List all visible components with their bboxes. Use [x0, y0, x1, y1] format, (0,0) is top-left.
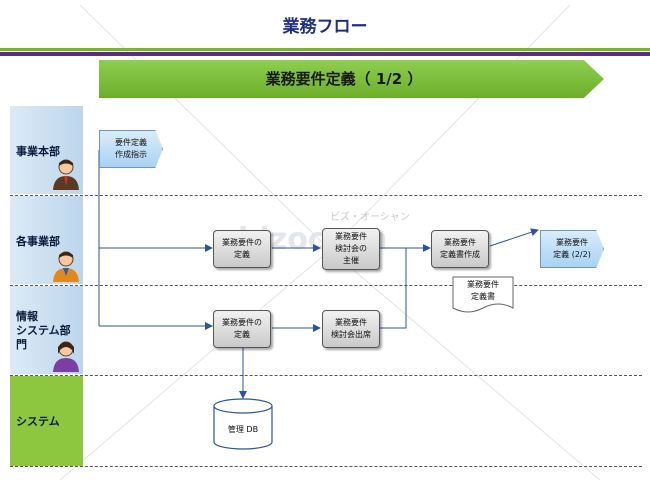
- phase-banner-text: 業務要件定義（ 1/2 ）: [265, 70, 423, 88]
- node-define-requirements-is: 業務要件の 定義: [213, 310, 271, 348]
- watermark-text: ビズ・オーシャン: [330, 212, 410, 223]
- header-stripe-purple: [0, 52, 650, 56]
- document-shape: [452, 276, 514, 313]
- page-title: 業務フロー: [282, 17, 368, 37]
- node-attend-review-meeting: 業務要件 検討会出席: [322, 310, 380, 348]
- header-stripe-green: [0, 48, 650, 51]
- lane-label-system: システム: [16, 415, 60, 428]
- database-icon: [213, 398, 273, 450]
- node-next-phase: 業務要件 定義 (2/2): [540, 230, 604, 268]
- person-icon-is: [53, 341, 79, 372]
- document-label: 業務要件 定義書: [467, 280, 499, 301]
- person-icon-hq: [53, 159, 79, 190]
- node-create-definition-doc: 業務要件 定義書作成: [431, 230, 489, 268]
- database-label: 管理 DB: [227, 425, 259, 434]
- node-define-requirements-division: 業務要件の 定義: [213, 230, 271, 268]
- lane-header-system: [10, 376, 83, 466]
- lane-divider: [10, 466, 642, 467]
- lane-label-divisions: 各事業部: [16, 235, 60, 248]
- person-icon-division: [53, 251, 79, 282]
- phase-banner: [99, 60, 604, 98]
- lane-divider: [10, 195, 642, 196]
- lane-divider: [10, 285, 642, 286]
- node-host-review-meeting: 業務要件 検討会の 主催: [322, 228, 380, 270]
- node-start-instruction: 要件定義 作成指示: [99, 130, 163, 168]
- lane-divider: [10, 375, 642, 376]
- lane-label-is-dept: 情報 システム部 門: [16, 310, 71, 351]
- lane-label-business-hq: 事業本部: [16, 145, 60, 158]
